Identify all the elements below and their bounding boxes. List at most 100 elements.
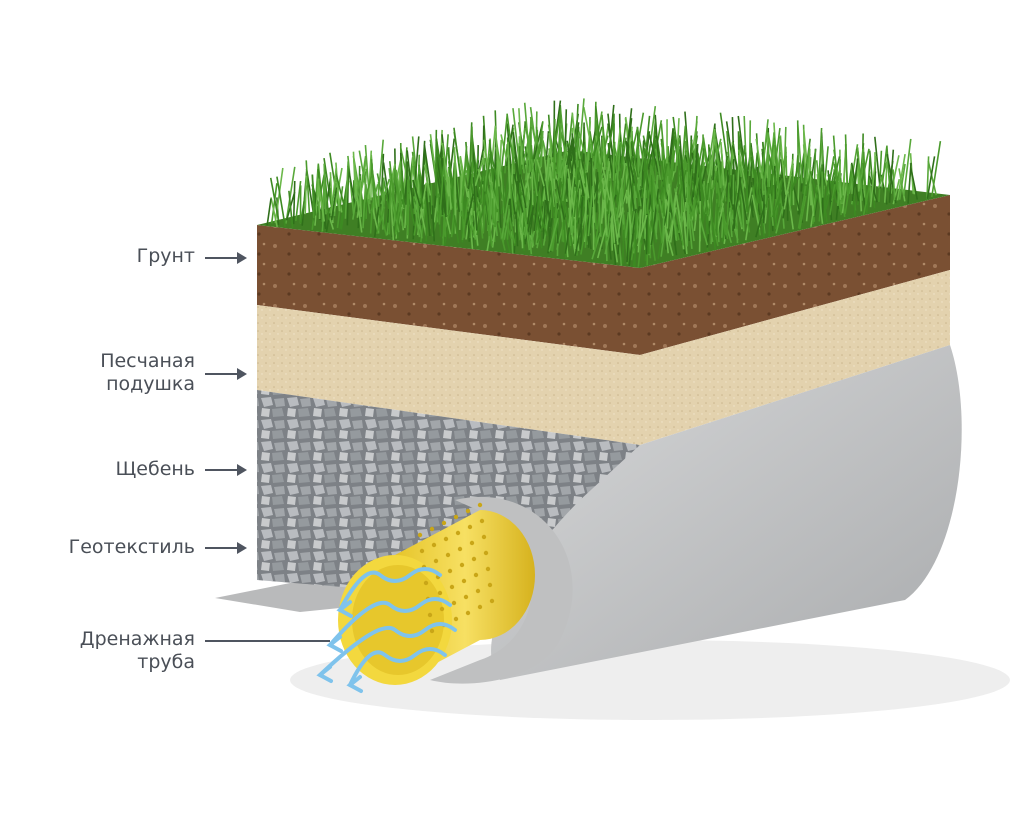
grass-blade: [551, 110, 562, 163]
grass-blade: [400, 161, 405, 208]
grass-blade: [809, 171, 821, 203]
grass-blade: [650, 165, 660, 221]
grass-blade: [461, 146, 468, 203]
pipe-hole: [467, 524, 473, 530]
pipe-hole: [417, 532, 423, 538]
grass-blade: [549, 180, 555, 219]
grass-blade: [624, 108, 633, 164]
grass-blade: [714, 199, 718, 230]
grass-blade: [606, 120, 615, 161]
grass-blade: [844, 167, 854, 215]
grass-blade: [513, 174, 524, 213]
grass-blade: [655, 204, 659, 234]
grass-blade: [573, 158, 581, 218]
grass-blade: [329, 183, 337, 214]
pipe-hole: [469, 540, 475, 546]
grass-blade: [369, 202, 374, 234]
label-soil: Грунт: [136, 245, 195, 267]
pipe-hole: [443, 536, 449, 542]
water-arrow: [338, 567, 442, 612]
grass-blade: [441, 142, 450, 197]
soil-layer-side: [640, 195, 950, 355]
grass-blade: [710, 128, 716, 176]
grass-blade: [448, 176, 452, 210]
grass-blade: [926, 156, 936, 200]
grass-blade: [626, 153, 635, 212]
grass-blade: [643, 115, 651, 172]
grass-blade: [542, 199, 547, 239]
grass-blade: [418, 174, 424, 209]
pipe-hole: [475, 588, 481, 594]
grass-blade: [266, 198, 272, 226]
grass-blade: [826, 156, 835, 196]
pipe-hole: [461, 578, 467, 584]
grass-blade: [603, 189, 608, 236]
grass-blade: [334, 172, 346, 207]
arrow-geotextile: [205, 542, 247, 554]
grass-blade: [409, 155, 414, 207]
grass-blade: [294, 180, 302, 222]
grass-blade: [577, 150, 586, 184]
grass-blade: [412, 179, 421, 207]
grass-blade: [472, 177, 478, 231]
grass-blade: [620, 123, 627, 166]
grass-blade: [515, 211, 519, 247]
grass-blade: [574, 190, 577, 249]
water-arrow: [328, 597, 452, 647]
grass-blade: [542, 194, 553, 246]
grass-blade: [761, 119, 769, 174]
pipe-hole: [445, 552, 451, 558]
grass-blade: [560, 142, 568, 182]
grass-blade: [624, 211, 630, 238]
shadow: [290, 640, 1010, 720]
grass-blade: [572, 196, 583, 245]
grass-blade: [722, 211, 729, 240]
grass-blade: [797, 185, 807, 229]
grass-blade: [442, 176, 447, 218]
grass-blade: [582, 122, 585, 162]
grass-blade: [710, 189, 714, 231]
grass-blade: [479, 210, 484, 239]
grass-blade: [292, 180, 296, 225]
grass-blade: [816, 174, 824, 224]
grass-blade: [580, 214, 589, 255]
grass-blade: [405, 161, 408, 205]
pipe-hole: [439, 606, 445, 612]
grass-blade: [276, 176, 287, 228]
grass-blade: [862, 180, 872, 216]
grass-blade: [598, 138, 604, 192]
grass-blade: [909, 167, 919, 200]
drainage-pipe-inner: [352, 565, 444, 675]
grass-blade: [430, 183, 433, 215]
grass-blade: [593, 173, 604, 200]
grass-blade: [732, 177, 742, 232]
label-geotextile: Геотекстиль: [68, 536, 195, 558]
pipe-hole: [457, 546, 463, 552]
grass-blade: [394, 176, 403, 208]
grass-blade: [555, 179, 566, 220]
grass-blade: [304, 175, 308, 215]
grass-blade: [377, 139, 385, 200]
grass-blade: [721, 207, 725, 238]
grass-blade: [574, 136, 580, 185]
grass-blade: [530, 159, 539, 197]
grass-blade: [548, 166, 555, 208]
grass-blade: [687, 168, 693, 203]
grass-blade: [637, 232, 643, 267]
pipe-hole: [473, 572, 479, 578]
grass-blade: [641, 176, 647, 231]
water-arrow-head: [316, 665, 333, 683]
grass-blade: [646, 171, 652, 214]
grass-blade: [696, 148, 705, 201]
grass-blade: [851, 158, 859, 202]
grass-blade: [311, 174, 317, 216]
grass-blade: [769, 193, 774, 226]
label-gravel: Щебень: [115, 458, 196, 480]
grass-blade: [898, 163, 906, 200]
grass-blade: [550, 192, 559, 251]
pipe-hole: [477, 502, 483, 508]
grass-blade: [423, 164, 432, 196]
grass-blade: [574, 103, 579, 153]
grass-blade: [476, 196, 487, 236]
